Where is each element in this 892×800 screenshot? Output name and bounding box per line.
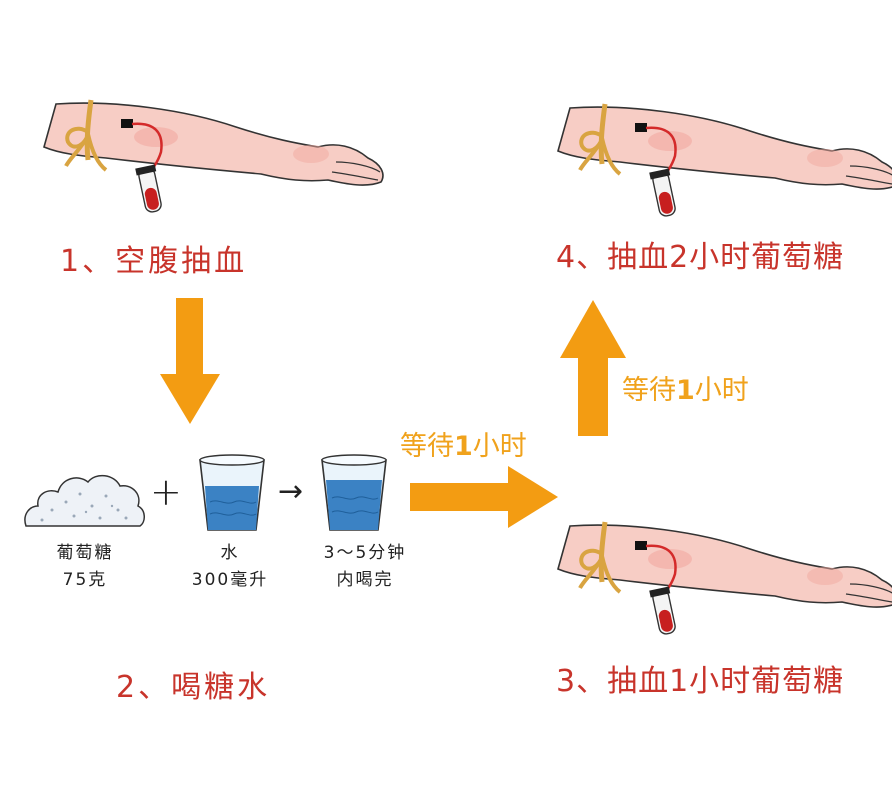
water-caption-line1: 水 [170,540,290,567]
down-arrow-icon [160,298,220,428]
water-caption-line2: 300毫升 [170,567,290,594]
water-caption: 水 300毫升 [170,540,290,594]
glucose-caption: 葡萄糖 75克 [30,540,140,594]
up-arrow-icon [560,300,626,436]
plus-sign: + [150,470,182,514]
wait-label-horizontal: 等待1小时 [400,424,527,463]
glucose-caption-line1: 葡萄糖 [30,540,140,567]
water-cup-full-icon [318,452,390,534]
drink-caption: 3～5分钟 内喝完 [300,540,430,594]
glucose-caption-line2: 75克 [30,567,140,594]
drink-caption-line2: 内喝完 [300,567,430,594]
glucose-pile-icon [22,466,146,530]
step3-label: 3、抽血1小时葡萄糖 [556,656,844,700]
small-arrow: → [278,474,303,509]
water-cup-icon [196,452,268,534]
step2-label: 2、喝糖水 [116,662,270,706]
arm-step3-icon [550,514,892,644]
right-arrow-icon [410,466,558,528]
step4-label: 4、抽血2小时葡萄糖 [556,232,844,276]
step1-label: 1、空腹抽血 [60,236,247,280]
arm-step4-icon [550,96,892,226]
drink-caption-line1: 3～5分钟 [300,540,430,567]
arm-step1-icon [36,92,386,222]
wait-label-vertical: 等待1小时 [622,368,749,407]
